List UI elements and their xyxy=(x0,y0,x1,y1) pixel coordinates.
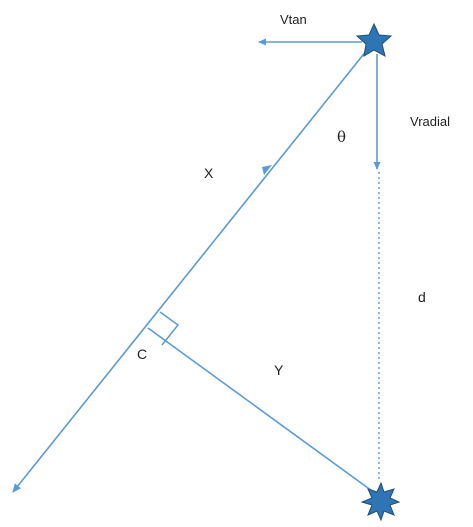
line-of-sight-mid-arrowhead xyxy=(262,165,272,175)
right-angle-marker xyxy=(159,311,180,346)
bottom-star-icon xyxy=(360,481,401,522)
y-label: Y xyxy=(274,362,284,378)
d-label: d xyxy=(418,289,426,305)
top-star-icon xyxy=(355,22,393,57)
line-of-sight-arrow xyxy=(12,44,372,493)
x-label: X xyxy=(204,165,214,181)
theta-label: θ xyxy=(337,128,346,146)
vradial-label: Vradial xyxy=(410,114,450,129)
c-label: C xyxy=(137,346,147,362)
vtan-label: Vtan xyxy=(280,12,307,27)
perpendicular-line-y xyxy=(147,327,380,497)
